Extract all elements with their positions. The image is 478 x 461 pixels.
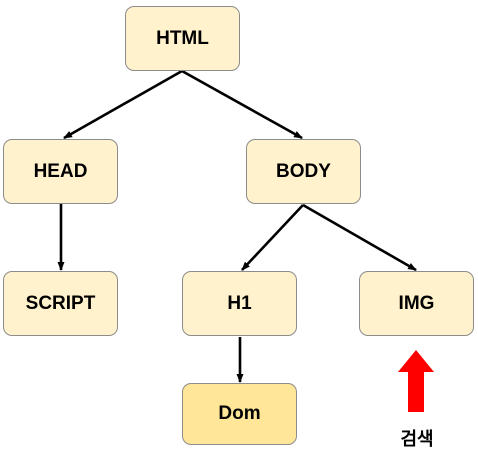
edge-html-body: [181, 69, 303, 140]
node-dom: Dom: [182, 383, 297, 445]
edge-body-h1: [241, 204, 304, 271]
node-img: IMG: [359, 271, 474, 336]
node-head: HEAD: [3, 139, 118, 204]
node-body-label: BODY: [276, 160, 331, 182]
node-h1: H1: [182, 271, 297, 336]
edge-html-head: [63, 69, 183, 140]
node-script-label: SCRIPT: [25, 292, 96, 314]
node-dom-label: Dom: [218, 403, 261, 424]
node-script: SCRIPT: [3, 271, 118, 336]
node-head-label: HEAD: [33, 160, 88, 182]
node-html-label: HTML: [156, 27, 209, 49]
node-h1-label: H1: [227, 292, 252, 314]
search-label: 검색: [400, 429, 434, 450]
search-arrow-icon: [398, 350, 434, 412]
node-html: HTML: [125, 6, 240, 71]
edge-body-img: [302, 203, 417, 272]
node-body: BODY: [246, 139, 361, 204]
node-img-label: IMG: [398, 292, 435, 314]
